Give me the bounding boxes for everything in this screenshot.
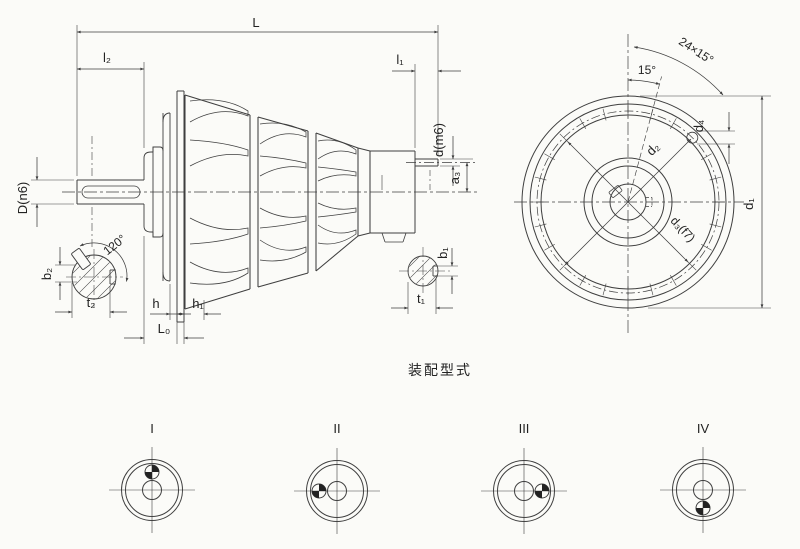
shaft-section-circle [407,255,439,287]
input-position-marker [534,483,550,499]
hatching [408,256,438,286]
drawing-caption: 装配型式 [408,362,472,378]
arc-15 [627,78,660,85]
input-position-marker [144,464,160,480]
dim-label-D: D(n6) [15,182,30,215]
dim-label-15: 15° [638,63,656,77]
dim-label-l2: l₂ [103,50,111,65]
assembly-type-4 [660,447,746,533]
dim-label-a3: a₃ [447,172,462,185]
side-view [62,90,478,323]
assembly-type-2 [294,448,380,534]
input-position-marker [695,500,711,516]
dim-label-L: L [252,15,259,30]
labels: L l₂ l₁ D(n6) d(m6) a₃ h h₁ L₀ 120° b₂ t… [15,15,756,436]
dim-label-d: d(m6) [431,123,446,157]
assembly-type-label-2: II [333,421,340,436]
assembly-type-label-1: I [150,421,154,436]
bolt-hole-d4 [686,131,699,144]
dim-label-d3: d₃(f7) [668,214,698,245]
dim-label-d2: d₂ [643,139,662,158]
dim-label-h1: h₁ [192,296,204,311]
dim-label-L0: L₀ [158,321,171,336]
dim-label-b1: b₁ [435,247,450,259]
housing-cone [184,94,371,310]
assembly-type-label-4: IV [697,421,710,436]
output-shaft-keyway [81,185,141,199]
input-shaft-section [391,247,458,314]
assembly-types [109,447,746,534]
radial-15 [627,76,662,203]
assembly-type-1 [109,447,195,533]
flange-outer-circle-d1 [521,95,735,309]
assembly-type-label-3: III [519,421,530,436]
bolt-ticks [531,105,725,299]
dim-label-d4: d₄ [691,120,706,133]
output-shaft [76,179,144,205]
dim-label-d1: d₁ [741,198,756,210]
output-shaft-section [55,242,129,318]
dim-label-t1: t₁ [417,291,426,306]
dim-label-120: 120° [100,232,128,258]
dim-label-l1: l₁ [396,52,404,67]
input-position-marker [311,483,327,499]
dim-label-t2: t₂ [87,295,96,310]
input-block [370,150,416,243]
flange-hub [143,112,171,282]
dimensions-side-view [31,25,473,344]
assembly-type-3 [481,448,567,534]
input-shaft [415,158,439,167]
dim-label-24x15: 24×15° [676,34,716,67]
dim-label-b2: b₂ [39,268,54,280]
mounting-plate [176,90,185,323]
housing-ribs [189,99,357,285]
dim-line-d3 [567,141,689,263]
arc-120 [79,242,129,282]
arc-24x15 [633,46,724,96]
end-view [514,34,771,334]
dim-label-h: h [152,296,159,311]
